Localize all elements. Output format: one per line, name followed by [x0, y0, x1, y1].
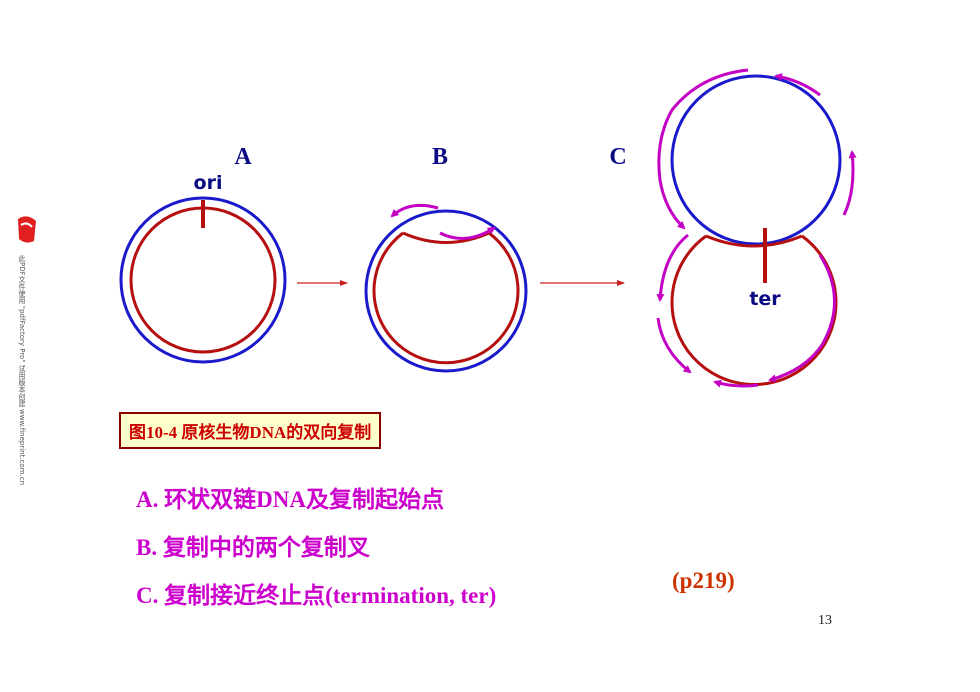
panel-a-inner-strand [129, 206, 277, 354]
fork-arrow-lower-left-2 [656, 317, 692, 374]
watermark: 此PDF文件使用 "pdfFactory Pro" 试用版本创建 www.fin… [10, 215, 40, 495]
fork-arrow-upper-right [842, 150, 857, 216]
panel-b-outer-strand [364, 209, 528, 373]
panel-b-parent-strand [372, 231, 520, 365]
fork-arrow-upper-left [657, 68, 749, 230]
panel-b-label: B [432, 144, 448, 170]
terminus-label: ter [749, 288, 781, 310]
panel-c-lower-circle [670, 234, 838, 386]
panel-a-label: A [234, 144, 252, 170]
panel-c-upper-circle [670, 74, 842, 246]
figure-caption: 图10-4 原核生物DNA的双向复制 [119, 412, 382, 449]
fork-arrow-top [774, 73, 821, 97]
page-reference: (p219) [672, 568, 735, 593]
panel-a-outer-strand [119, 196, 287, 364]
fork-arrow-bottom [713, 379, 759, 388]
list-item-c: C. 复制接近终止点(termination, ter) [136, 583, 497, 608]
origin-label: ori [194, 172, 223, 194]
fork-arrow-left [390, 203, 439, 218]
page-number: 13 [818, 613, 832, 628]
fork-arrow-right [439, 226, 496, 240]
pdf-logo-icon [18, 216, 36, 243]
panel-c-label: C [609, 144, 626, 170]
fork-arrow-lower-right [768, 254, 836, 383]
panel-c-lower-bubble [705, 234, 803, 248]
list-item-b: B. 复制中的两个复制叉 [136, 535, 370, 560]
list-item-a: A. 环状双链DNA及复制起始点 [136, 487, 444, 512]
fork-arrow-lower-left [656, 233, 689, 302]
watermark-text: 此PDF文件使用 "pdfFactory Pro" 试用版本创建 www.fin… [18, 255, 26, 486]
